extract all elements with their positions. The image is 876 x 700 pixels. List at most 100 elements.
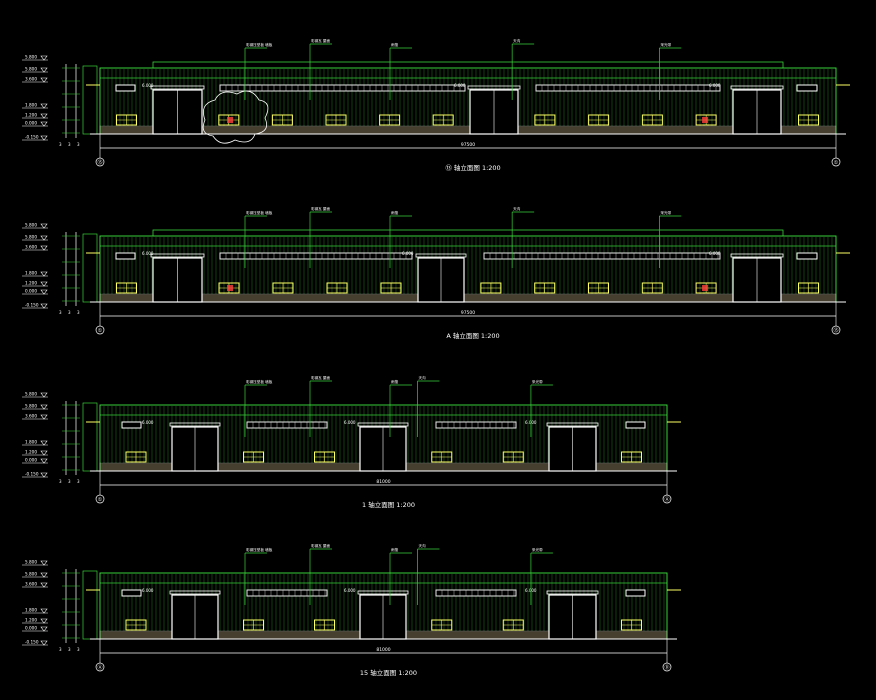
parapet: [152, 229, 784, 237]
level-arrow-icon: [40, 582, 48, 588]
callout: 采光带: [659, 42, 682, 100]
level-arrow-icon: [40, 618, 48, 624]
callout-text: 采光带: [532, 379, 543, 384]
axis-bubble-right: [831, 325, 841, 335]
eave-elevation-mark: 6.000: [142, 588, 154, 593]
louver-window: [314, 619, 335, 631]
louver-window: [116, 282, 137, 294]
eave-elevation-mark: 6.000: [709, 83, 721, 88]
level-label: 0.000: [25, 626, 37, 631]
level-arrow-icon: [40, 626, 48, 632]
louver-window: [314, 451, 335, 463]
level-label: 5.800: [25, 560, 37, 565]
callout: 雨篷: [389, 547, 412, 605]
eave-elevation-mark: 6.000: [142, 251, 154, 256]
small-window: [115, 252, 136, 260]
louver-window: [116, 114, 137, 126]
door-canopy: [546, 422, 599, 427]
callout-text: 天沟: [513, 38, 521, 43]
callout: 彩钢瓦 屋面: [309, 375, 332, 437]
louver-window: [431, 451, 453, 463]
louver-window: [326, 282, 348, 294]
louver-window: [379, 114, 401, 126]
door-canopy: [150, 253, 205, 258]
callout: 彩钢压型板 墙板: [244, 547, 273, 605]
cladding-ribs: [103, 237, 833, 294]
eave-elevation-mark: 6.000: [402, 251, 414, 256]
level-label: 1.800: [25, 440, 37, 445]
axis-label-left: ①: [98, 497, 103, 503]
level-label: 3.600: [25, 77, 37, 82]
level-label: 3.600: [25, 582, 37, 587]
callout-text: 彩钢压型板 墙板: [246, 547, 273, 552]
level-arrow-icon: [40, 103, 48, 109]
callout: 采光带: [530, 547, 553, 605]
level-label: 0.000: [25, 121, 37, 126]
strip-window: [435, 589, 517, 597]
callout-text: 彩钢压型板 墙板: [246, 379, 273, 384]
callout: 彩钢压型板 墙板: [244, 42, 273, 100]
louver-window: [534, 282, 556, 294]
callout-text: 雨篷: [391, 547, 399, 552]
level-arrow-icon: [40, 77, 48, 83]
dimension-text: 3: [77, 479, 80, 484]
callout-text: 采光带: [660, 42, 671, 47]
small-window: [115, 84, 136, 92]
elevation-title: A 轴立面图 1:200: [446, 331, 499, 340]
plinth: [99, 293, 837, 303]
louver-window: [432, 114, 454, 126]
axis-label-right: ①: [834, 160, 839, 166]
dimension-text: 3: [59, 479, 62, 484]
strip-window: [435, 421, 517, 429]
louver-window: [431, 619, 453, 631]
axis-bubble-right: [662, 494, 672, 504]
strip-window: [246, 589, 328, 597]
level-label: 5.800: [25, 235, 37, 240]
total-dimension-text: 81000: [376, 647, 390, 653]
door-canopy: [357, 590, 409, 595]
level-label: 0.000: [25, 458, 37, 463]
eave-elevation-mark: 6.000: [709, 251, 721, 256]
level-arrow-icon: [40, 245, 48, 251]
louver-window: [380, 282, 402, 294]
small-window: [121, 421, 142, 429]
callout-text: 天沟: [513, 206, 521, 211]
small-window: [625, 421, 646, 429]
callout-text: 采光带: [660, 210, 671, 215]
callout: 雨篷: [389, 379, 412, 437]
level-arrow-icon: [40, 235, 48, 241]
door-canopy: [150, 85, 205, 90]
callout-text: 天沟: [419, 543, 427, 548]
louver-window: [641, 282, 663, 294]
louver-window: [480, 282, 502, 294]
strip-window: [219, 84, 466, 92]
small-window: [796, 252, 818, 260]
dimension-box: [82, 65, 98, 135]
dimension-box: [82, 233, 98, 303]
axis-label-left: Ⓐ: [97, 664, 102, 671]
level-label: 1.200: [25, 113, 37, 118]
dimension-text: 3: [68, 142, 71, 147]
level-arrow-icon: [40, 414, 48, 420]
dimension-text: 3: [77, 310, 80, 315]
total-dimension-text: 81000: [376, 479, 390, 485]
callout: 雨篷: [389, 210, 412, 268]
level-arrow-icon: [40, 472, 48, 478]
total-dimension-text: 97500: [461, 142, 475, 148]
door-canopy: [415, 253, 467, 258]
level-label: 5.800: [25, 67, 37, 72]
level-label: 5.800: [25, 223, 37, 228]
revision-cloud: [202, 90, 269, 144]
louver-window: [272, 282, 294, 294]
louver-window: [125, 451, 147, 463]
louver-window: [243, 619, 264, 631]
louver-window: [125, 619, 147, 631]
level-label: 1.800: [25, 608, 37, 613]
louver-window: [534, 114, 556, 126]
dimension-text: 3: [59, 647, 62, 652]
callout-text: 彩钢瓦 屋面: [311, 38, 331, 43]
